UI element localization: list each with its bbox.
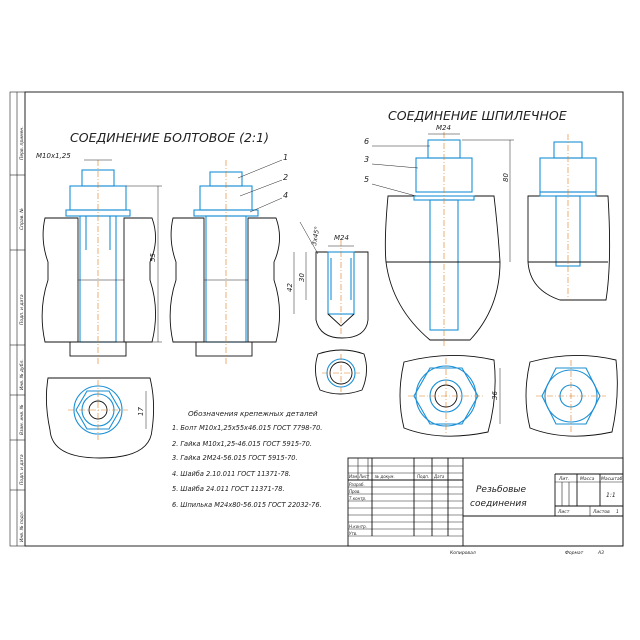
tb-sheets: Листов — [592, 509, 610, 515]
callout-2: 2 — [283, 173, 288, 182]
tb-name-line1: Резьбовые — [476, 485, 527, 495]
tb-role: Пров. — [349, 489, 361, 494]
tb-row-label: № докум. — [374, 474, 395, 479]
dim-m10-label: М10x1,25 — [36, 152, 71, 160]
hole-plan-view — [315, 349, 367, 395]
notes-item: 3. Гайка 2М24-56.015 ГОСТ 5915-70. — [172, 454, 298, 462]
fastener-notes: Обозначения крепежных деталей 1. Болт М1… — [172, 409, 322, 509]
bolt-section-right — [169, 160, 280, 365]
tb-copied: Копировал — [450, 550, 476, 556]
dim-m10: М10x1,25 — [36, 152, 112, 161]
callouts-bolt: 1 2 4 — [237, 153, 288, 213]
dim-36-label: 36 — [491, 391, 499, 400]
tb-lit: Лит. — [558, 476, 569, 482]
notes-item: 1. Болт М10x1,25x55x46.015 ГОСТ 7798-70. — [172, 424, 322, 432]
tb-format-value: A3 — [597, 550, 604, 556]
side-label: Перв. примен. — [19, 126, 25, 160]
tb-sheets-value: 1 — [616, 509, 619, 515]
dim-3x45-label: 3x45° — [310, 226, 321, 247]
side-label: Взам. инв. № — [19, 404, 25, 435]
dim-30-label: 30 — [298, 273, 306, 282]
title-bolted: СОЕДИНЕНИЕ БОЛТОВОЕ (2:1) — [70, 130, 269, 145]
side-label: Подп. и дата — [19, 454, 25, 485]
stud-plan-view-right — [525, 355, 618, 437]
notes-item: 5. Шайба 24.011 ГОСТ 11371-78. — [172, 485, 285, 493]
blind-hole-detail: М24 30 42 3x45° — [286, 221, 369, 339]
tb-format: Формат — [565, 550, 584, 556]
callout-1: 1 — [283, 153, 288, 162]
notes-item: 4. Шайба 2.10.011 ГОСТ 11371-78. — [172, 470, 291, 478]
notes-item: 2. Гайка М10x1,25-46.015 ГОСТ 5915-70. — [172, 440, 312, 448]
tb-row-label: Изм. — [349, 474, 358, 479]
tb-role: Разраб. — [349, 482, 365, 487]
dim-m24b-label: М24 — [436, 124, 451, 132]
tb-name-line2: соединения — [470, 499, 527, 509]
tb-role: Т.контр. — [349, 496, 366, 501]
side-stamp: Перв. примен. Справ. № Подп. и дата Инв.… — [9, 91, 26, 547]
tb-sheet: Лист — [557, 509, 570, 515]
callout-5: 5 — [364, 175, 369, 184]
side-label: Справ. № — [19, 208, 25, 230]
callout-6: 6 — [364, 137, 369, 146]
stud-section: М24 80 — [384, 124, 514, 346]
dim-42-label: 42 — [286, 283, 294, 292]
title-block: Изм. Лист № докум. Подп. Дата Разраб. Пр… — [347, 457, 624, 556]
notes-heading: Обозначения крепежных деталей — [188, 409, 318, 418]
dim-55: 55 — [126, 185, 162, 343]
tb-mass: Масса — [580, 476, 595, 482]
bolt-plan-view: 17 — [45, 377, 155, 459]
tb-role: Утв. — [349, 531, 357, 536]
stud-side-view — [527, 134, 611, 301]
tb-row-label: Подп. — [417, 474, 429, 479]
sheet-border — [24, 91, 624, 547]
bolt-section-left — [41, 160, 156, 365]
callout-4: 4 — [283, 191, 288, 200]
callouts-stud: 6 3 5 — [364, 137, 430, 197]
tb-scale: Масштаб — [601, 476, 623, 482]
dim-17-label: 17 — [137, 407, 145, 416]
tb-row-label: Лист — [358, 474, 370, 479]
side-label: Инв. № дубл. — [19, 359, 25, 390]
notes-item: 6. Шпилька М24x80-56.015 ГОСТ 22032-76. — [172, 501, 322, 509]
tb-role: Н.контр. — [349, 524, 367, 529]
dim-80-label: 80 — [502, 173, 510, 182]
stud-plan-view-left: 36 — [399, 355, 501, 437]
title-stud: СОЕДИНЕНИЕ ШПИЛЕЧНОЕ — [388, 108, 567, 123]
callout-3: 3 — [364, 155, 369, 164]
dim-55-label: 55 — [149, 253, 157, 262]
side-label: Инв. № подл. — [19, 511, 25, 542]
dim-m24a-label: М24 — [334, 234, 349, 242]
side-label: Подп. и дата — [19, 294, 25, 325]
tb-row-label: Дата — [433, 474, 445, 479]
tb-scale-value: 1:1 — [606, 492, 616, 499]
